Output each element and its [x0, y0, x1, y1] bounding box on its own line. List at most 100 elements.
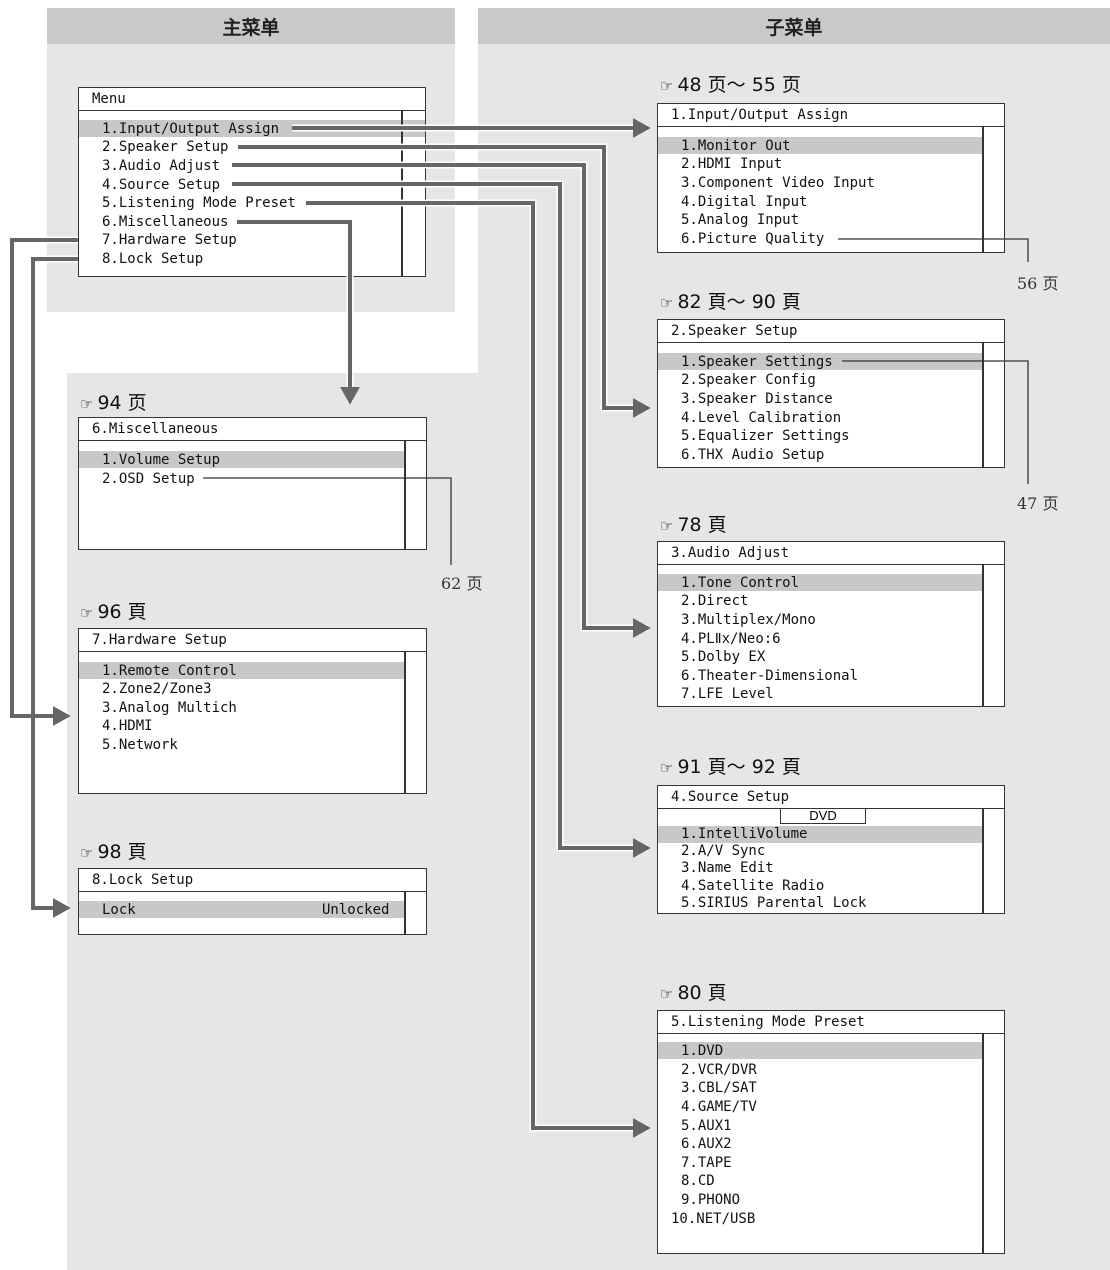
page-note-picture-quality: 56 页: [1017, 274, 1059, 293]
menu-item-speaker-setup[interactable]: 2.Speaker Setup: [102, 139, 229, 155]
scrollbar[interactable]: [401, 111, 403, 276]
submenu-item[interactable]: 4.PLⅡx/Neo:6: [681, 631, 781, 647]
source-setup-title: 4.Source Setup: [658, 786, 1004, 809]
hardware-setup-box: 7.Hardware Setup 1.Remote Control 2.Zone…: [78, 628, 427, 794]
submenu-item[interactable]: 3.Name Edit: [681, 860, 774, 876]
highlight-bar: [79, 451, 404, 468]
submenu-header: 子菜单: [478, 8, 1110, 44]
submenu-item[interactable]: 1.IntelliVolume: [681, 826, 808, 842]
scrollbar[interactable]: [404, 441, 406, 549]
submenu-item[interactable]: 2.A/V Sync: [681, 843, 766, 859]
submenu-item[interactable]: 5.Equalizer Settings: [681, 428, 850, 444]
page-ref-audio-adjust: ☞78 頁: [660, 514, 727, 536]
pointing-hand-icon: ☞: [660, 759, 674, 777]
lock-setup-box: 8.Lock Setup Lock Unlocked: [78, 868, 427, 935]
pointing-hand-icon: ☞: [80, 395, 94, 413]
submenu-item[interactable]: 6.Theater-Dimensional: [681, 668, 859, 684]
menu-item-hardware-setup[interactable]: 7.Hardware Setup: [102, 232, 237, 248]
submenu-item[interactable]: 6.Picture Quality: [681, 231, 825, 247]
listening-mode-preset-box: 5.Listening Mode Preset 1.DVD 2.VCR/DVR …: [657, 1010, 1005, 1254]
pointing-hand-icon: ☞: [660, 517, 674, 535]
highlight-bar: [658, 574, 982, 591]
highlight-bar: [79, 120, 425, 137]
submenu-item[interactable]: 6.THX Audio Setup: [681, 447, 825, 463]
submenu-item[interactable]: 3.Speaker Distance: [681, 391, 833, 407]
submenu-item[interactable]: 8.CD: [681, 1173, 715, 1189]
submenu-item[interactable]: 6.AUX2: [681, 1136, 732, 1152]
submenu-item[interactable]: 3.Multiplex/Mono: [681, 612, 816, 628]
audio-adjust-title: 3.Audio Adjust: [658, 542, 1004, 565]
page-ref-source-setup: ☞91 頁～ 92 頁: [660, 756, 801, 778]
scrollbar[interactable]: [982, 127, 984, 252]
scrollbar[interactable]: [404, 892, 406, 934]
submenu-item[interactable]: 5.Analog Input: [681, 212, 800, 228]
connector-lock-setup: [31, 257, 78, 918]
menu-item-listening-mode-preset[interactable]: 5.Listening Mode Preset: [102, 195, 296, 211]
pointing-hand-icon: ☞: [80, 844, 94, 862]
submenu-item[interactable]: 7.TAPE: [681, 1155, 732, 1171]
submenu-item[interactable]: 1.Monitor Out: [681, 138, 791, 154]
input-output-assign-box: 1.Input/Output Assign 1.Monitor Out 2.HD…: [657, 103, 1005, 253]
menu-item-input-output-assign[interactable]: 1.Input/Output Assign: [102, 121, 280, 137]
menu-item-lock-setup[interactable]: 8.Lock Setup: [102, 251, 204, 267]
submenu-item[interactable]: 1.Remote Control: [102, 663, 237, 679]
connector-listening-mode: [306, 201, 651, 1138]
submenu-item[interactable]: 3.CBL/SAT: [681, 1080, 757, 1096]
submenu-item[interactable]: 5.AUX1: [681, 1118, 732, 1134]
submenu-item[interactable]: 4.Satellite Radio: [681, 878, 825, 894]
pointing-hand-icon: ☞: [660, 294, 674, 312]
submenu-item[interactable]: 2.HDMI Input: [681, 156, 783, 172]
pointing-hand-icon: ☞: [660, 77, 674, 95]
connector-speaker-setup: [238, 145, 651, 418]
page-ref-hardware-setup: ☞96 頁: [80, 601, 147, 623]
submenu-item[interactable]: 5.Network: [102, 737, 178, 753]
submenu-item[interactable]: 7.LFE Level: [681, 686, 774, 702]
page-ref-lock-setup: ☞98 頁: [80, 841, 147, 863]
menu-item-audio-adjust[interactable]: 3.Audio Adjust: [102, 158, 221, 174]
page-ref-miscellaneous: ☞94 页: [80, 392, 147, 414]
menu-item-miscellaneous[interactable]: 6.Miscellaneous: [102, 214, 229, 230]
speaker-setup-title: 2.Speaker Setup: [658, 320, 1004, 343]
main-menu-box: Menu 1.Input/Output Assign 2.Speaker Set…: [78, 87, 426, 277]
submenu-item[interactable]: 3.Component Video Input: [681, 175, 875, 191]
scrollbar[interactable]: [982, 809, 984, 913]
scrollbar[interactable]: [982, 343, 984, 467]
page-ref-listening-mode: ☞80 頁: [660, 982, 727, 1004]
callout-speaker-settings: [842, 360, 1029, 484]
scrollbar[interactable]: [404, 652, 406, 793]
menu-item-source-setup[interactable]: 4.Source Setup: [102, 177, 221, 193]
submenu-item[interactable]: 5.SIRIUS Parental Lock: [681, 895, 867, 911]
submenu-item[interactable]: 1.Tone Control: [681, 575, 800, 591]
main-menu-title: Menu: [79, 88, 425, 111]
source-selector[interactable]: DVD: [780, 809, 866, 824]
submenu-item[interactable]: 4.Level Calibration: [681, 410, 842, 426]
pointing-hand-icon: ☞: [80, 604, 94, 622]
submenu-item[interactable]: 4.HDMI: [102, 718, 153, 734]
submenu-item[interactable]: 3.Analog Multich: [102, 700, 237, 716]
submenu-item[interactable]: 2.Direct: [681, 593, 749, 609]
hardware-setup-title: 7.Hardware Setup: [79, 629, 426, 652]
lock-label[interactable]: Lock: [102, 902, 136, 918]
submenu-item[interactable]: 5.Dolby EX: [681, 649, 766, 665]
lock-value[interactable]: Unlocked: [322, 902, 390, 918]
submenu-item[interactable]: 1.Volume Setup: [102, 452, 221, 468]
scrollbar[interactable]: [982, 1034, 984, 1253]
scrollbar[interactable]: [982, 565, 984, 706]
main-menu-header: 主菜单: [47, 8, 455, 44]
submenu-item[interactable]: 1.Speaker Settings: [681, 354, 833, 370]
submenu-item[interactable]: 2.Speaker Config: [681, 372, 816, 388]
miscellaneous-box: 6.Miscellaneous 1.Volume Setup 2.OSD Set…: [78, 417, 427, 550]
submenu-item[interactable]: 4.GAME/TV: [681, 1099, 757, 1115]
submenu-item[interactable]: 2.OSD Setup: [102, 471, 195, 487]
audio-adjust-box: 3.Audio Adjust 1.Tone Control 2.Direct 3…: [657, 541, 1005, 707]
submenu-item[interactable]: 4.Digital Input: [681, 194, 808, 210]
submenu-item[interactable]: 2.VCR/DVR: [681, 1062, 757, 1078]
submenu-item[interactable]: 9.PHONO: [681, 1192, 741, 1208]
highlight-bar: [658, 826, 982, 843]
lock-setup-title: 8.Lock Setup: [79, 869, 426, 892]
callout-osd-setup: [203, 477, 452, 565]
submenu-item[interactable]: 1.DVD: [681, 1043, 724, 1059]
submenu-item[interactable]: 2.Zone2/Zone3: [102, 681, 212, 697]
submenu-item[interactable]: 10.NET/USB: [671, 1211, 756, 1227]
